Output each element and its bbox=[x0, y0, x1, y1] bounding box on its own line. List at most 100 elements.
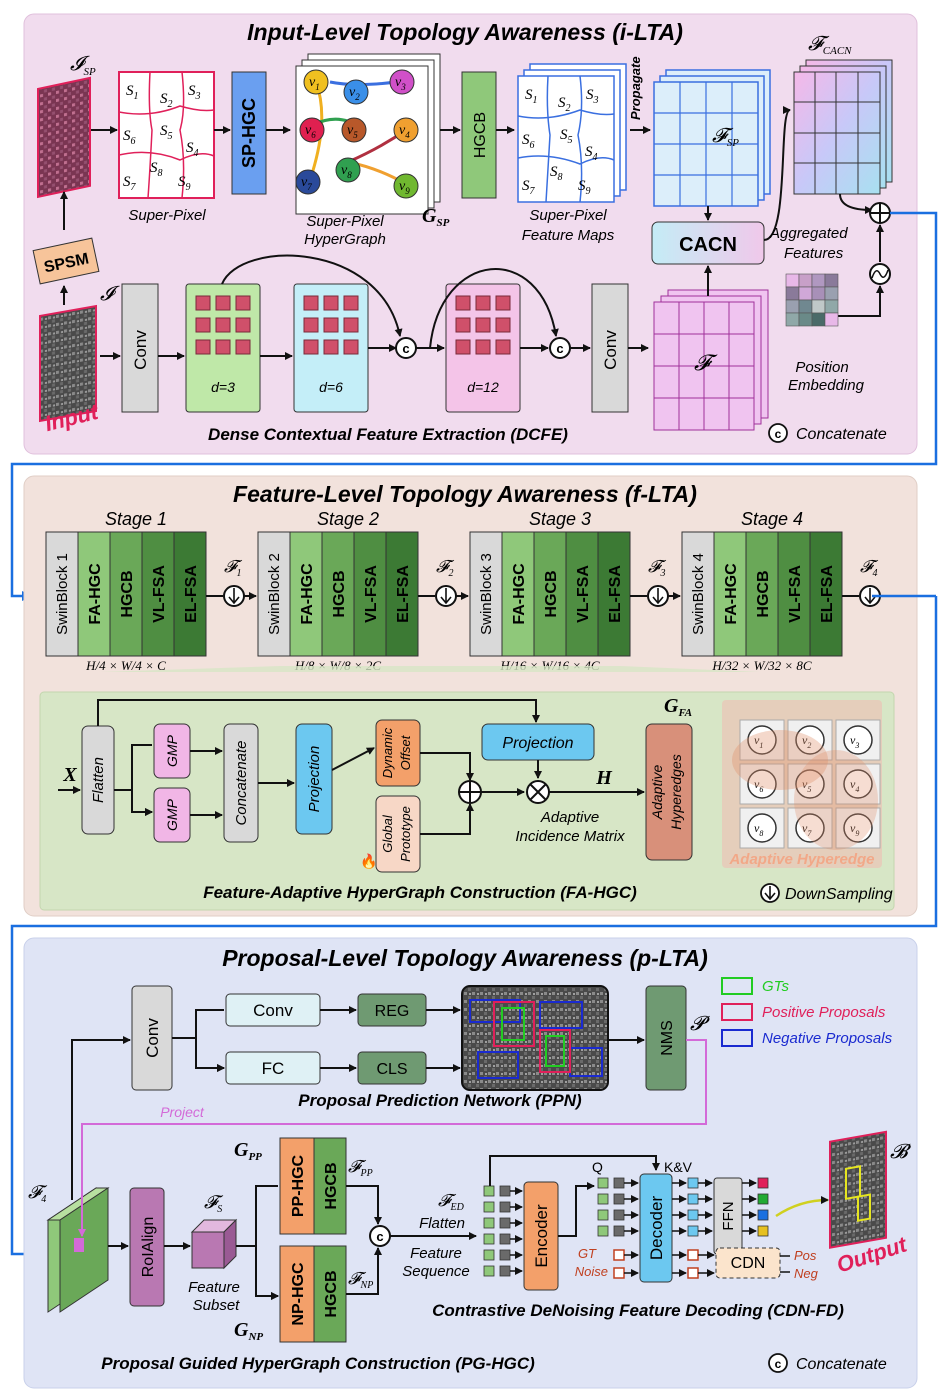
nms-box bbox=[645, 985, 687, 1091]
conv-box-1 bbox=[121, 283, 159, 413]
module-label: HGCB bbox=[331, 570, 348, 617]
stage-dims: H/4 × W/4 × C bbox=[85, 658, 166, 673]
flatten-label: Flatten bbox=[90, 757, 107, 803]
output-token bbox=[757, 1193, 769, 1205]
module-label: HGCB bbox=[119, 570, 136, 617]
swinblock-label: SwinBlock 4 bbox=[690, 553, 707, 635]
stage-dims: H/32 × W/32 × 8C bbox=[711, 658, 811, 673]
dilated-kernel-cell bbox=[235, 339, 251, 355]
module-label: FA-HGC bbox=[511, 563, 528, 625]
query-token bbox=[613, 1177, 625, 1189]
decoder-token bbox=[687, 1177, 699, 1189]
spsm-box bbox=[32, 237, 100, 285]
module-label: EL-FSA bbox=[607, 565, 624, 623]
encoder-label: Encoder bbox=[532, 1204, 551, 1268]
dilated-kernel-cell bbox=[323, 339, 339, 355]
dilated-kernel-cell bbox=[195, 339, 211, 355]
f4-block bbox=[46, 1187, 110, 1313]
propagate-label: Propagate bbox=[628, 56, 643, 120]
decoder-token bbox=[687, 1225, 699, 1237]
svg-text:c: c bbox=[775, 1357, 782, 1371]
position-cell bbox=[785, 273, 800, 288]
query-tokens bbox=[597, 1177, 639, 1237]
conv-box-2 bbox=[591, 283, 629, 413]
sp-hgc-box bbox=[231, 71, 267, 195]
d12-label: d=12 bbox=[467, 379, 499, 395]
nms-label: NMS bbox=[659, 1020, 676, 1056]
hypergraph-node-label: v7 bbox=[301, 175, 312, 192]
hypergraph-node-label: v6 bbox=[305, 123, 316, 140]
superpixel-caption: Super-Pixel bbox=[128, 207, 206, 224]
svg-text:c: c bbox=[402, 341, 409, 356]
noise-label: Noise bbox=[575, 1264, 608, 1279]
position-cell bbox=[824, 286, 839, 301]
hypergraph-node bbox=[335, 157, 361, 183]
svg-text:c: c bbox=[376, 1229, 383, 1244]
cdn-box bbox=[715, 1247, 781, 1279]
stage-name: Stage 3 bbox=[529, 509, 591, 529]
aggregated-2: Features bbox=[784, 245, 844, 262]
module-box bbox=[289, 531, 323, 657]
output-token bbox=[757, 1209, 769, 1221]
conv-label-plta: Conv bbox=[143, 1018, 162, 1058]
aggregated-1: Aggregated bbox=[769, 225, 848, 242]
position-cell bbox=[824, 312, 839, 327]
hypergraph-node-label: v5 bbox=[347, 123, 358, 140]
dilated-kernel-cell bbox=[343, 295, 359, 311]
sp-hgc-label: SP-HGC bbox=[239, 98, 259, 168]
module-box bbox=[353, 531, 387, 657]
hypergraph-node-label: v9 bbox=[399, 179, 410, 196]
sequence-token bbox=[483, 1265, 495, 1277]
dilated-kernel-cell bbox=[215, 317, 231, 333]
reg-label: REG bbox=[375, 1003, 410, 1020]
hypergraph-node bbox=[393, 117, 419, 143]
hyperedge-node bbox=[795, 725, 825, 755]
feature-subset-cube bbox=[190, 1218, 238, 1270]
position-cell bbox=[785, 299, 800, 314]
position-cell bbox=[811, 299, 826, 314]
hyperedge-node bbox=[843, 725, 873, 755]
query-token bbox=[613, 1193, 625, 1205]
h-label: H bbox=[595, 767, 613, 789]
module-box bbox=[777, 531, 811, 657]
hyperedge-node bbox=[747, 769, 777, 799]
module-box bbox=[597, 531, 631, 657]
cacn-label: CACN bbox=[679, 234, 737, 256]
flatten-label-plta: Flatten bbox=[419, 1215, 465, 1232]
module-box bbox=[713, 531, 747, 657]
stage-name: Stage 4 bbox=[741, 509, 803, 529]
position-cell bbox=[798, 286, 813, 301]
feature-subset-1: Feature bbox=[188, 1279, 240, 1296]
sequence-token bbox=[483, 1249, 495, 1261]
ffn-label: FFN bbox=[720, 1201, 737, 1230]
pp-hgc-box bbox=[279, 1137, 315, 1235]
query-token bbox=[613, 1209, 625, 1221]
dilated-kernel-cell bbox=[215, 295, 231, 311]
hyperedge-node-label: v3 bbox=[850, 733, 859, 750]
swinblock-label: SwinBlock 2 bbox=[266, 553, 283, 635]
dilated-kernel-cell bbox=[475, 317, 491, 333]
decoder-noise-token bbox=[687, 1249, 699, 1261]
position-label-2: Embedding bbox=[788, 377, 865, 394]
projection-box-1 bbox=[295, 723, 333, 835]
project-label: Project bbox=[160, 1104, 205, 1120]
position-cell bbox=[811, 286, 826, 301]
g-np-label: GNP bbox=[234, 1319, 263, 1343]
hyperedge-node bbox=[843, 769, 873, 799]
hyperedge-node bbox=[795, 769, 825, 799]
output-token bbox=[757, 1177, 769, 1189]
fahgc-caption: Feature-Adaptive HyperGraph Construction… bbox=[203, 883, 637, 902]
dilated-kernel-cell bbox=[323, 317, 339, 333]
flta-title: Feature-Level Topology Awareness (f-LTA) bbox=[233, 481, 697, 507]
hypergraph-node bbox=[341, 117, 367, 143]
gmp-label-2: GMP bbox=[164, 798, 180, 831]
swinblock-box bbox=[257, 531, 291, 657]
module-label: VL-FSA bbox=[575, 565, 592, 623]
decoder-noise-token bbox=[687, 1267, 699, 1279]
connector-ilta-flta bbox=[10, 211, 938, 601]
position-cell bbox=[798, 299, 813, 314]
module-label: FA-HGC bbox=[299, 563, 316, 625]
np-hgc-box bbox=[279, 1245, 315, 1343]
decoder-box bbox=[639, 1173, 673, 1283]
